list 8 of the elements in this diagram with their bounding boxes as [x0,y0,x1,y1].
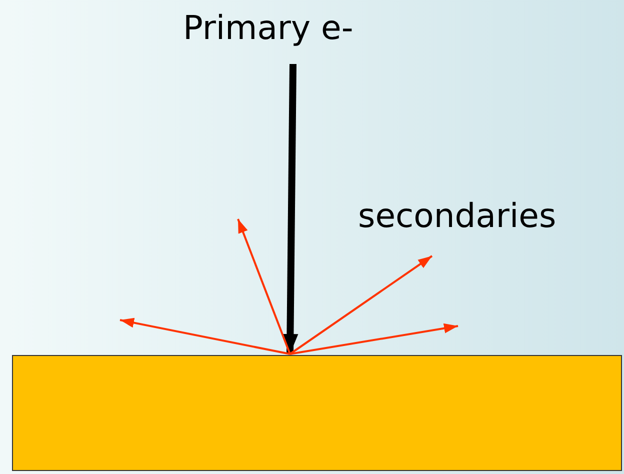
arrow [282,64,298,354]
secondaries-label: secondaries [358,196,556,236]
arrow [120,318,290,355]
beam-label: Primary e- [183,8,354,48]
arrow [237,218,291,354]
arrow [289,255,433,355]
surface-block [12,355,622,471]
arrow [290,323,458,355]
